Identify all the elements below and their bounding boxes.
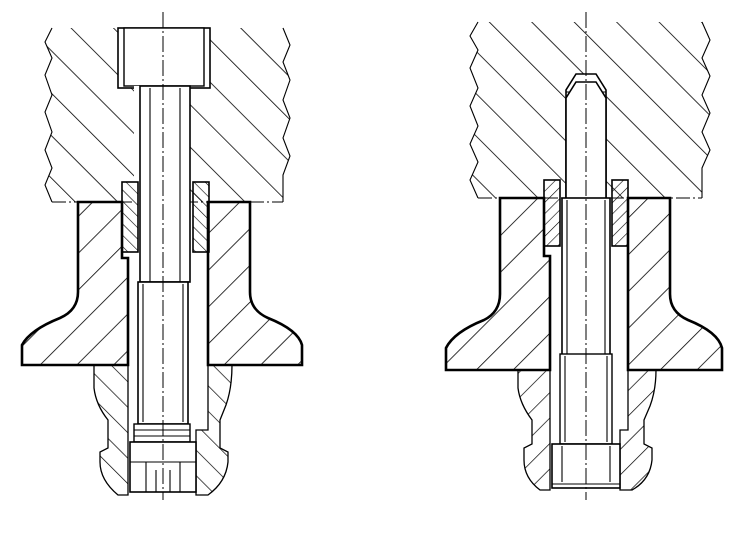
left-view <box>20 12 304 500</box>
right-boss <box>517 369 657 491</box>
left-boss <box>93 364 233 496</box>
left-insert <box>121 181 210 253</box>
left-knob <box>20 200 304 367</box>
right-view <box>444 12 724 500</box>
right-insert <box>543 179 629 247</box>
right-knob <box>444 196 724 372</box>
